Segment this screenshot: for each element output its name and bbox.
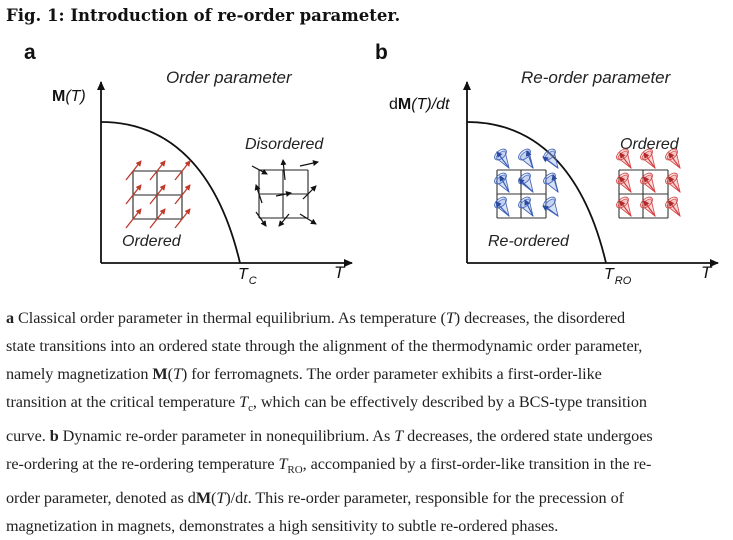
panel-b-heading: Re-order parameter [521,68,672,87]
figure-graphics: Order parameter M(T) T TC Ordered Disord… [52,68,719,287]
panel-b-critical-label: TRO [604,266,632,287]
spin-cone [518,196,534,218]
spin-cone [494,172,510,194]
caption-line-4: transition at the critical temperature T… [6,393,647,415]
panel-a-ordered-label: Ordered [122,233,182,250]
panel-a-y-axis-label: M(T) [52,88,86,105]
figure-caption: a Classical order parameter in thermal e… [6,304,730,540]
caption-line-7: order parameter, denoted as dM(T)/dt. Th… [6,489,624,508]
caption-line-1: a Classical order parameter in thermal e… [6,309,626,327]
panel-a-x-axis-label: T [334,263,346,282]
spin-cone [616,148,632,170]
spin-cone [665,148,681,170]
spin-cone [518,148,534,170]
panel-b-x-axis-label: T [701,263,713,282]
panel-a-heading: Order parameter [166,68,293,87]
spin-cone [616,196,632,218]
panel-b-y-axis-label: dM(T)/dt [389,96,450,113]
spin-cone [542,196,559,218]
spin-cone [665,172,681,194]
spin-cone [494,196,510,218]
caption-line-5: curve. b Dynamic re-order parameter in n… [6,427,653,446]
disordered-spin-lattice [251,159,319,227]
ordered-cone-lattice [616,148,681,219]
spin-cone [640,196,656,218]
panel-a-critical-label: TC [238,266,257,287]
panel-a-disordered-label: Disordered [245,136,324,153]
caption-line-8: magnetization in magnets, demonstrates a… [6,517,559,536]
panel-b-letter: b [375,41,388,64]
panel-b-transition-curve [466,121,607,264]
figure-title: Fig. 1: Introduction of re-order paramet… [6,6,401,25]
spin-cone [494,148,510,170]
spin-cone [616,172,632,194]
spin-cone [518,172,534,194]
panel-a-letter: a [24,41,36,64]
panel-b-reordered-label: Re-ordered [488,233,570,250]
reordered-cone-lattice [494,148,559,219]
spin-cone [640,148,656,170]
caption-line-6: re-ordering at the re-ordering temperatu… [6,455,652,477]
spin-cone [665,196,681,218]
spin-cone [542,148,559,170]
spin-cone [640,172,656,194]
ordered-spin-lattice [125,160,191,229]
panel-a: Order parameter M(T) T TC Ordered Disord… [52,68,353,287]
panel-b-ordered-label: Ordered [620,136,680,153]
spin-cone [543,172,559,194]
caption-line-2: state transitions into an ordered state … [6,337,643,355]
panel-b: Re-order parameter dM(T)/dt T TRO Re-ord… [389,68,719,287]
panel-a-transition-curve [100,121,241,264]
caption-line-3: namely magnetization M(T) for ferromagne… [6,365,602,383]
